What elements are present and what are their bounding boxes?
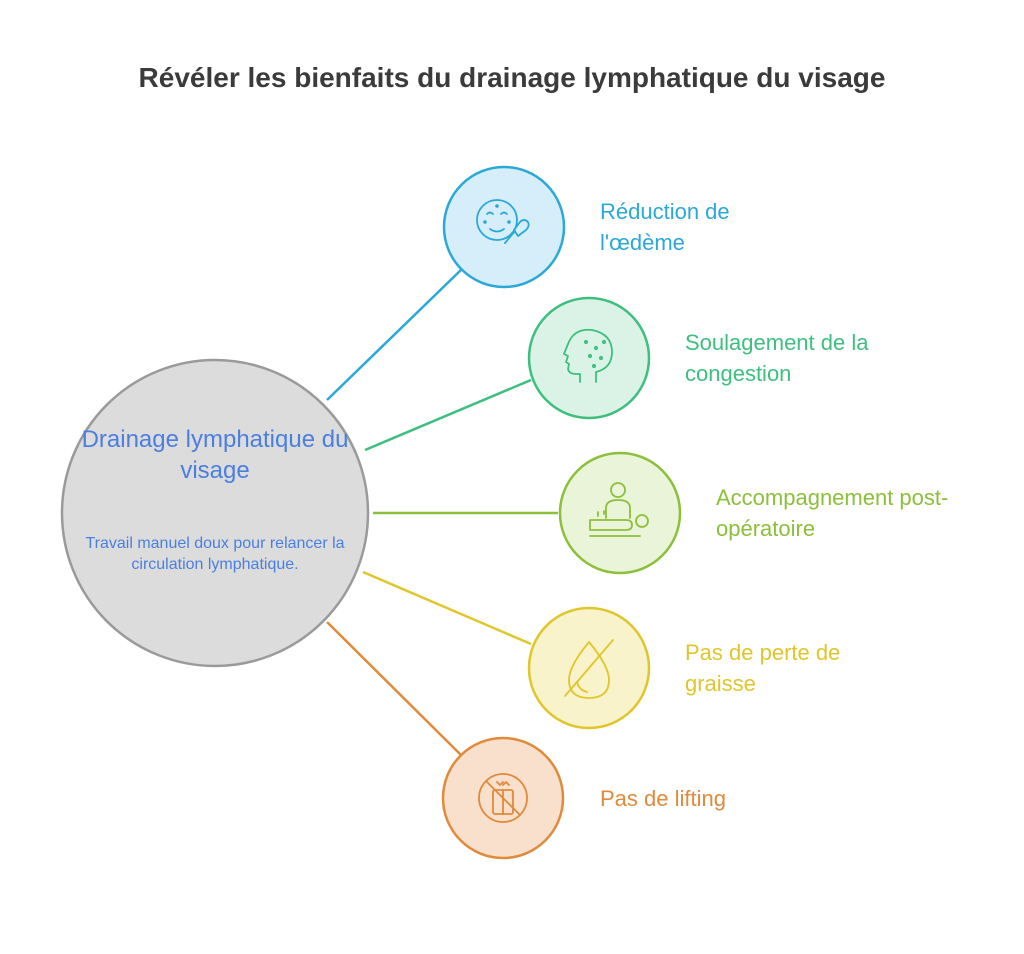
benefit-circle-post-op bbox=[558, 451, 682, 575]
head-profile-spots-icon bbox=[563, 328, 613, 383]
benefit-circle-congestion bbox=[527, 296, 651, 420]
benefit-label-congestion: Soulagement de la congestion bbox=[685, 330, 869, 386]
connector-oedeme bbox=[326, 267, 464, 401]
benefit-label-post-op: Accompagnement post-opératoire bbox=[716, 485, 949, 541]
diagram-title: Révéler les bienfaits du drainage lympha… bbox=[138, 62, 886, 93]
connector-fat bbox=[362, 570, 532, 646]
connector-lifting bbox=[326, 621, 462, 756]
center-circle bbox=[60, 358, 370, 668]
center-title: Drainage lymphatique du visage bbox=[81, 426, 349, 484]
benefit-circle-oedeme bbox=[442, 165, 566, 289]
face-skincare-brush-icon bbox=[476, 199, 530, 244]
benefit-label-oedeme: Réduction de l'œdème bbox=[600, 199, 730, 255]
no-lifting-icon bbox=[478, 773, 528, 823]
massage-therapy-icon bbox=[589, 482, 649, 537]
center-description: Travail manuel doux pour relancer la cir… bbox=[85, 535, 345, 573]
connector-congestion bbox=[364, 378, 532, 452]
no-fat-drop-icon bbox=[564, 639, 614, 699]
benefit-label-fat: Pas de perte de graisse bbox=[685, 640, 841, 696]
benefit-label-lifting: Pas de lifting bbox=[600, 786, 726, 811]
